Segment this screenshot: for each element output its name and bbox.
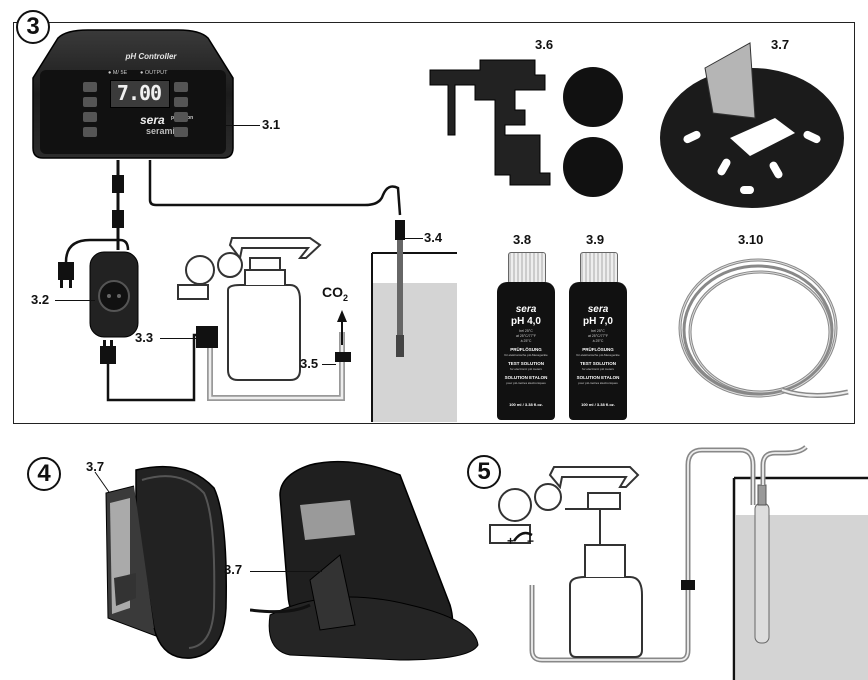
bottle-line3: à 25°C xyxy=(520,339,532,343)
bottle-line2: at 25°C/77°F xyxy=(515,334,537,338)
bottle-volume: 100 ml / 3.38 fl.oz. xyxy=(581,402,615,407)
controller-side-view xyxy=(105,465,227,659)
controller-display-value: 7.00 xyxy=(116,81,162,105)
leader-4-a xyxy=(94,471,110,493)
bottle-de-sub: für elektronische pH-Messgeräte xyxy=(504,353,548,357)
leader-4-b xyxy=(250,571,322,572)
bottle-de: PRÜFLÖSUNG xyxy=(582,347,614,352)
label-3-6: 3.6 xyxy=(535,37,554,52)
leader-3-4 xyxy=(405,238,423,239)
label-3-5: 3.5 xyxy=(300,356,319,371)
buffer-bottle-ph4: sera pH 4,0 bei 25°C at 25°C/77°F à 25°C… xyxy=(497,252,555,420)
section-4-badge: 4 xyxy=(27,457,61,491)
label-3-4: 3.4 xyxy=(424,230,443,245)
controller-display xyxy=(110,80,170,108)
bottle-fr-sub: pour pH-mètres électroniques xyxy=(506,381,546,385)
bottle-en: TEST SOLUTION xyxy=(580,361,616,366)
leader-3-3 xyxy=(160,338,196,339)
section-3-badge: 3 xyxy=(16,10,50,44)
bottle-brand: sera xyxy=(515,304,537,315)
leader-3-1 xyxy=(208,125,260,126)
controller-button-left-2[interactable] xyxy=(83,97,97,107)
stand-illustration xyxy=(660,42,844,208)
indicator-left: ● M/ 5E xyxy=(108,70,128,76)
controller-model: seramic xyxy=(146,126,181,136)
controller-button-left-3[interactable] xyxy=(83,112,97,122)
controller-button-left-1[interactable] xyxy=(83,82,97,92)
co2-label: CO2 xyxy=(322,284,349,303)
bottle-title: pH 4,0 xyxy=(510,316,541,327)
label-3-2: 3.2 xyxy=(31,292,50,307)
bottle-title: pH 7,0 xyxy=(582,316,613,327)
bottle-fr: SOLUTION ETALON xyxy=(576,375,620,380)
bottle-fr-sub: pour pH-mètres électroniques xyxy=(578,381,618,385)
bottle-line1: bei 25°C xyxy=(519,329,533,333)
bottle-fr: SOLUTION ETALON xyxy=(504,375,548,380)
label-3-9: 3.9 xyxy=(586,232,605,247)
controller-button-right-4[interactable] xyxy=(174,127,188,137)
bottle-en-sub: for electronic pH meters xyxy=(582,367,614,371)
section-5-badge: 5 xyxy=(467,455,501,489)
section-3-wiring xyxy=(58,160,457,422)
buffer-bottle-ph7: sera pH 7,0 bei 25°C at 25°C/77°F à 25°C… xyxy=(569,252,627,420)
controller-button-down[interactable] xyxy=(174,97,188,107)
bottle-line2: at 25°C/77°F xyxy=(587,334,609,338)
label-4-3-7-a: 3.7 xyxy=(86,459,105,474)
hose-coil-illustration xyxy=(678,258,849,399)
bottle-en: TEST SOLUTION xyxy=(508,361,544,366)
bottle-de: PRÜFLÖSUNG xyxy=(510,347,542,352)
label-3-10: 3.10 xyxy=(738,232,764,247)
bottle-de-sub: für elektronische pH-Messgeräte xyxy=(576,353,620,357)
svg-text:−: − xyxy=(527,534,534,548)
mounting-bracket-illustration xyxy=(429,59,623,197)
controller-tilted-view xyxy=(250,460,479,661)
controller-title-text: pH Controller xyxy=(125,52,177,61)
leader-3-2 xyxy=(55,300,95,301)
bottle-brand: sera xyxy=(587,304,609,315)
controller-button-left-4[interactable] xyxy=(83,127,97,137)
bottle-volume: 100 ml / 3.38 fl.oz. xyxy=(509,402,543,407)
controller-button-up[interactable] xyxy=(174,82,188,92)
bottle-en-sub: for electronic pH meters xyxy=(510,367,542,371)
bottle-line3: à 25°C xyxy=(592,339,604,343)
controller-button-right-3[interactable] xyxy=(174,112,188,122)
indicator-right: ● OUTPUT xyxy=(140,70,168,76)
label-4-3-7-b: 3.7 xyxy=(224,562,243,577)
svg-text:+: + xyxy=(507,534,514,548)
section-5-diagram: + − xyxy=(489,445,868,680)
label-3-1: 3.1 xyxy=(262,117,281,132)
label-3-3: 3.3 xyxy=(135,330,154,345)
leader-3-5 xyxy=(322,364,336,365)
bottle-line1: bei 25°C xyxy=(591,329,605,333)
controller-brand: sera xyxy=(140,113,165,127)
label-3-8: 3.8 xyxy=(513,232,532,247)
label-3-7: 3.7 xyxy=(771,37,790,52)
